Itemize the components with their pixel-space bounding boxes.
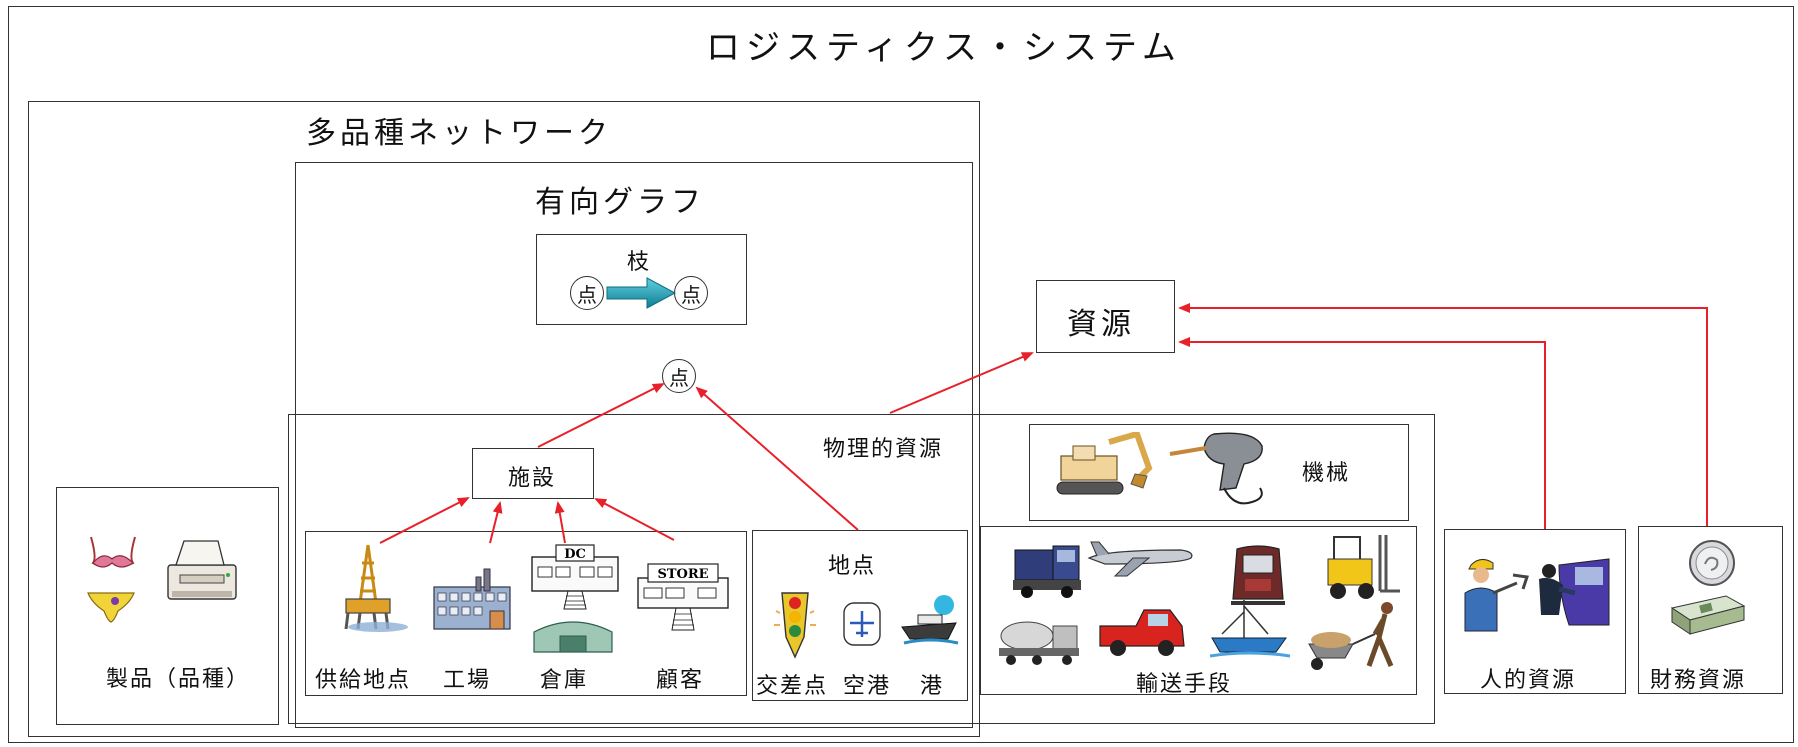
underwear-icon	[87, 592, 135, 623]
pickup-truck-icon	[1099, 609, 1185, 656]
edge-legend-box	[536, 234, 747, 325]
svg-text:STORE: STORE	[657, 567, 708, 582]
arrow-location-to-node	[695, 386, 859, 531]
airport-icon	[843, 602, 881, 646]
forklift-icon	[1327, 535, 1400, 599]
arrow-supply-to-facility	[379, 497, 470, 544]
arrow-human-to-resource	[1178, 337, 1546, 529]
printer-icon	[167, 540, 237, 600]
factory-icon	[433, 568, 511, 630]
svg-text:DC: DC	[564, 547, 586, 562]
arrow-warehouse-to-facility	[554, 501, 566, 544]
location-airport-label: 空港	[843, 674, 892, 699]
bra-icon	[90, 536, 136, 568]
excavator-icon	[1056, 432, 1153, 495]
graph-frame	[295, 162, 973, 728]
product-box	[56, 487, 279, 725]
oil-rig-icon	[344, 544, 408, 632]
store-icon: STORE	[637, 563, 729, 631]
train-icon	[1231, 545, 1285, 605]
human-resource-label: 人的資源	[1480, 668, 1577, 693]
finance-resource-label: 財務資源	[1650, 668, 1747, 693]
logistics-system-frame	[8, 6, 1794, 743]
arrow-finance-to-resource	[1178, 303, 1708, 526]
arrow-factory-to-facility	[489, 501, 503, 544]
edge-arrow-icon	[606, 277, 677, 309]
coin-icon	[1689, 540, 1735, 586]
product-label: 製品（品種）	[106, 667, 251, 692]
physical-resource-label: 物理的資源	[823, 437, 944, 462]
wheelbarrow-worker-icon	[1308, 602, 1394, 670]
transport-label: 輸送手段	[1136, 672, 1233, 697]
traffic-light-icon	[774, 592, 816, 659]
facility-label: 施設	[508, 466, 557, 491]
network-label: 多品種ネットワーク	[306, 116, 612, 151]
money-stack-icon	[1670, 595, 1746, 635]
resource-box	[1036, 280, 1175, 353]
location-label: 地点	[828, 554, 877, 579]
arrow-customer-to-facility	[594, 498, 675, 541]
worker-hammer-icon	[1464, 559, 1529, 632]
facility-factory-label: 工場	[443, 668, 492, 693]
facility-box	[472, 448, 594, 499]
location-port-label: 港	[920, 674, 945, 699]
edge-label: 枝	[627, 250, 652, 275]
arrow-physical-to-resource	[889, 352, 1034, 414]
distribution-center-icon: DC	[531, 544, 619, 610]
drill-gun-icon	[1169, 432, 1263, 505]
graph-node: 点	[662, 359, 696, 393]
facility-supply-label: 供給地点	[315, 668, 412, 693]
ship-icon	[901, 595, 959, 645]
storage-shed-icon	[533, 621, 613, 653]
human-resource-box	[1444, 529, 1626, 694]
network-frame	[28, 101, 980, 737]
resource-label: 資源	[1067, 307, 1135, 342]
machine-label: 機械	[1302, 461, 1351, 486]
arrow-facility-to-node	[537, 383, 665, 448]
facility-warehouse-label: 倉庫	[540, 668, 589, 693]
physical-resource-frame	[288, 414, 1435, 724]
edge-tail-node: 点	[570, 276, 604, 310]
truck-icon	[1013, 545, 1081, 598]
mixer-truck-icon	[999, 621, 1079, 665]
facility-types-box	[305, 531, 747, 696]
mechanic-car-icon	[1539, 558, 1610, 626]
boat-icon	[1209, 600, 1291, 658]
diagram-title: ロジスティクス・システム	[706, 28, 1182, 68]
finance-resource-box	[1638, 526, 1783, 694]
facility-customer-label: 顧客	[656, 668, 705, 693]
airplane-icon	[1087, 541, 1193, 577]
location-intersection-label: 交差点	[756, 674, 829, 699]
transport-box	[980, 526, 1417, 695]
location-box	[752, 530, 968, 701]
graph-label: 有向グラフ	[535, 185, 705, 220]
machine-box	[1029, 424, 1409, 521]
